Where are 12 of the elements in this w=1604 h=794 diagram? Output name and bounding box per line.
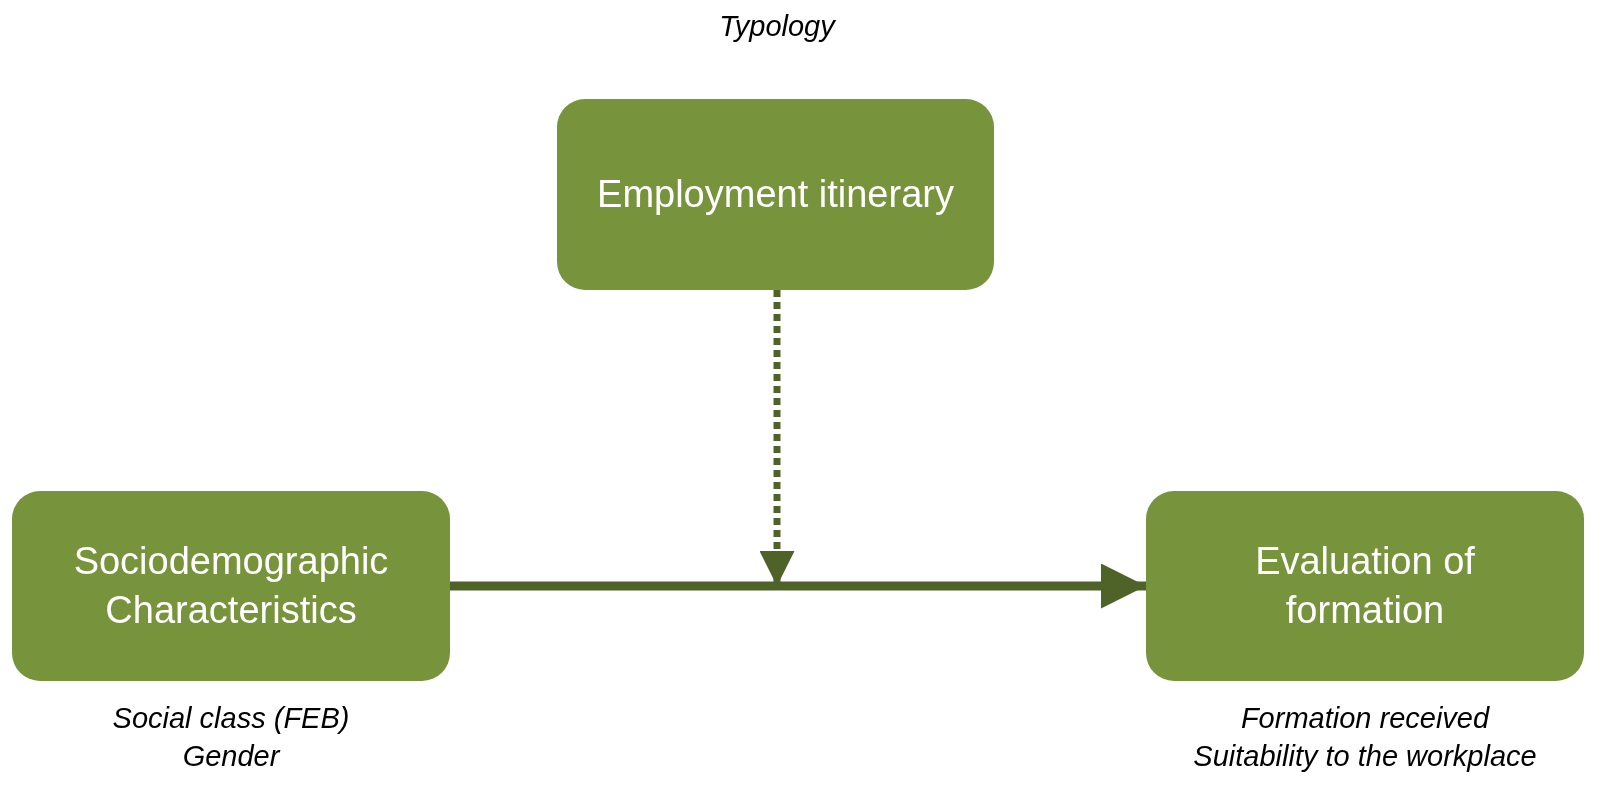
- caption-text: Typology: [718, 9, 837, 44]
- caption-text: Suitability to the workplace: [1192, 738, 1538, 774]
- node-label: Employment itinerary: [597, 171, 954, 217]
- process-box: [12, 491, 450, 681]
- arrow: [450, 563, 1146, 609]
- caption-text: Formation received: [1239, 701, 1491, 736]
- caption-text: Social class (FEB): [111, 701, 351, 736]
- node-label: Sociodemographic Characteristics: [72, 538, 390, 633]
- caption-text: Gender: [181, 738, 282, 774]
- process-box: [1146, 491, 1584, 681]
- process-box: [557, 99, 994, 290]
- node-label: Evaluation of formation: [1254, 538, 1476, 633]
